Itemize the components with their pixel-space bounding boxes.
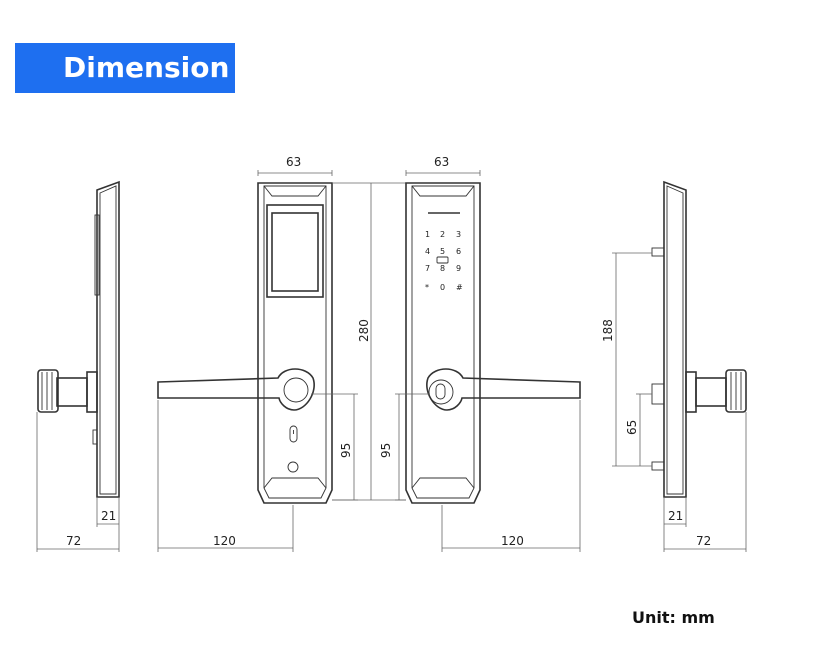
- keypad-key: 8: [440, 264, 445, 273]
- left-side-thickness-label: 21: [101, 509, 116, 523]
- front-handle-height-label: 95: [339, 443, 353, 458]
- keypad-key: *: [425, 283, 429, 292]
- back-width-label: 63: [434, 155, 449, 169]
- front-handle-length-label: 120: [213, 534, 236, 548]
- right-side-thickness-label: 21: [668, 509, 683, 523]
- page-title: Dimension: [63, 51, 230, 84]
- left-side-view: [37, 180, 120, 498]
- keypad-key: 5: [440, 247, 445, 256]
- right-side-lower-label: 65: [625, 420, 639, 435]
- keypad-key: 3: [456, 230, 461, 239]
- fingerprint-sensor-icon: [435, 383, 446, 400]
- front-width-label: 63: [286, 155, 301, 169]
- left-side-width-label: 72: [66, 534, 81, 548]
- title-banner: Dimension: [15, 43, 235, 93]
- overall-height-label: 280: [357, 319, 371, 342]
- right-side-width-label: 72: [696, 534, 711, 548]
- keypad-key: 9: [456, 264, 461, 273]
- keypad: 1 2 3 4 5 6 7 8 9 * 0 #: [425, 230, 463, 292]
- back-handle-length-label: 120: [501, 534, 524, 548]
- unit-label: Unit: mm: [632, 608, 715, 627]
- right-side-height-label: 188: [601, 319, 615, 342]
- keypad-key: 6: [456, 247, 461, 256]
- keypad-key: 0: [440, 283, 445, 292]
- back-view: 1 2 3 4 5 6 7 8 9 * 0 #: [405, 182, 581, 504]
- keypad-key: #: [456, 283, 463, 292]
- keypad-key: 2: [440, 230, 445, 239]
- back-handle-height-label: 95: [379, 443, 393, 458]
- front-view: [157, 182, 333, 504]
- card-reader-icon: [436, 256, 449, 264]
- keypad-key: 7: [425, 264, 430, 273]
- keypad-key: 1: [425, 230, 430, 239]
- right-side-view: [651, 180, 747, 498]
- keypad-key: 4: [425, 247, 430, 256]
